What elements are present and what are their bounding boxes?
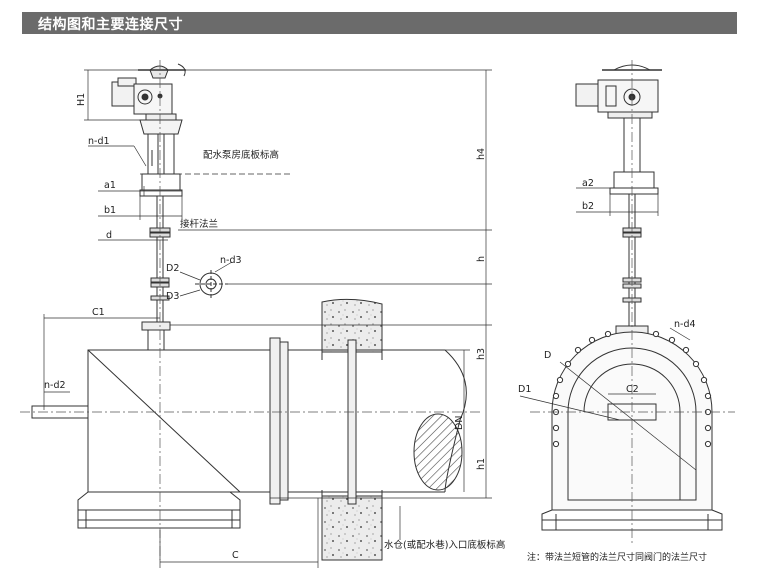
support-stand-left xyxy=(139,119,183,197)
header-bar: 结构图和主要连接尺寸 xyxy=(22,12,737,34)
support-stand-right xyxy=(609,117,659,195)
label-h: h xyxy=(476,256,487,262)
concrete-wall xyxy=(321,298,383,561)
label-b2: b2 xyxy=(582,201,594,212)
label-D1: D1 xyxy=(518,384,531,395)
dims-right xyxy=(519,187,697,471)
label-nd4: n-d4 xyxy=(674,319,696,330)
label-D3: D3 xyxy=(166,291,179,302)
label-h1: h1 xyxy=(476,458,487,470)
label-C2: C2 xyxy=(626,384,639,395)
actuator-right xyxy=(575,64,662,119)
dims-left xyxy=(43,69,492,568)
label-h3: h3 xyxy=(476,348,487,360)
label-rod-flange: 接杆法兰 xyxy=(180,218,218,230)
label-a1: a1 xyxy=(104,180,116,191)
label-C: C xyxy=(232,550,239,561)
label-a2: a2 xyxy=(582,178,594,189)
valve-body-left xyxy=(31,321,281,529)
label-nd1: n-d1 xyxy=(88,136,110,147)
actuator-left xyxy=(111,63,186,121)
label-DN: DN xyxy=(454,416,465,430)
pipe-left xyxy=(288,339,467,505)
label-D2: D2 xyxy=(166,263,179,274)
label-nd2: n-d2 xyxy=(44,380,66,391)
label-inlet: 水仓(或配水巷)入口底板标高 xyxy=(384,539,505,551)
label-nd3: n-d3 xyxy=(220,255,242,266)
label-H1: H1 xyxy=(76,93,87,106)
pipe-flange-left xyxy=(269,337,289,505)
label-h4: h4 xyxy=(476,148,487,160)
label-b1: b1 xyxy=(104,205,116,216)
page-title: 结构图和主要连接尺寸 xyxy=(38,17,183,33)
label-C1: C1 xyxy=(92,307,105,318)
label-d: d xyxy=(106,230,112,241)
center-lines-right xyxy=(530,60,735,545)
label-floor: 配水泵房底板标高 xyxy=(203,149,279,161)
center-lines-left xyxy=(20,60,480,560)
label-D: D xyxy=(544,350,551,361)
labels: H1 n-d1 a1 b1 d 配水泵房底板标高 接杆法兰 D2 D3 n-d3… xyxy=(44,93,696,561)
rod-flange-circle xyxy=(195,270,228,298)
footnote: 注：带法兰短管的法兰尺寸同阀门的法兰尺寸 xyxy=(527,553,708,563)
